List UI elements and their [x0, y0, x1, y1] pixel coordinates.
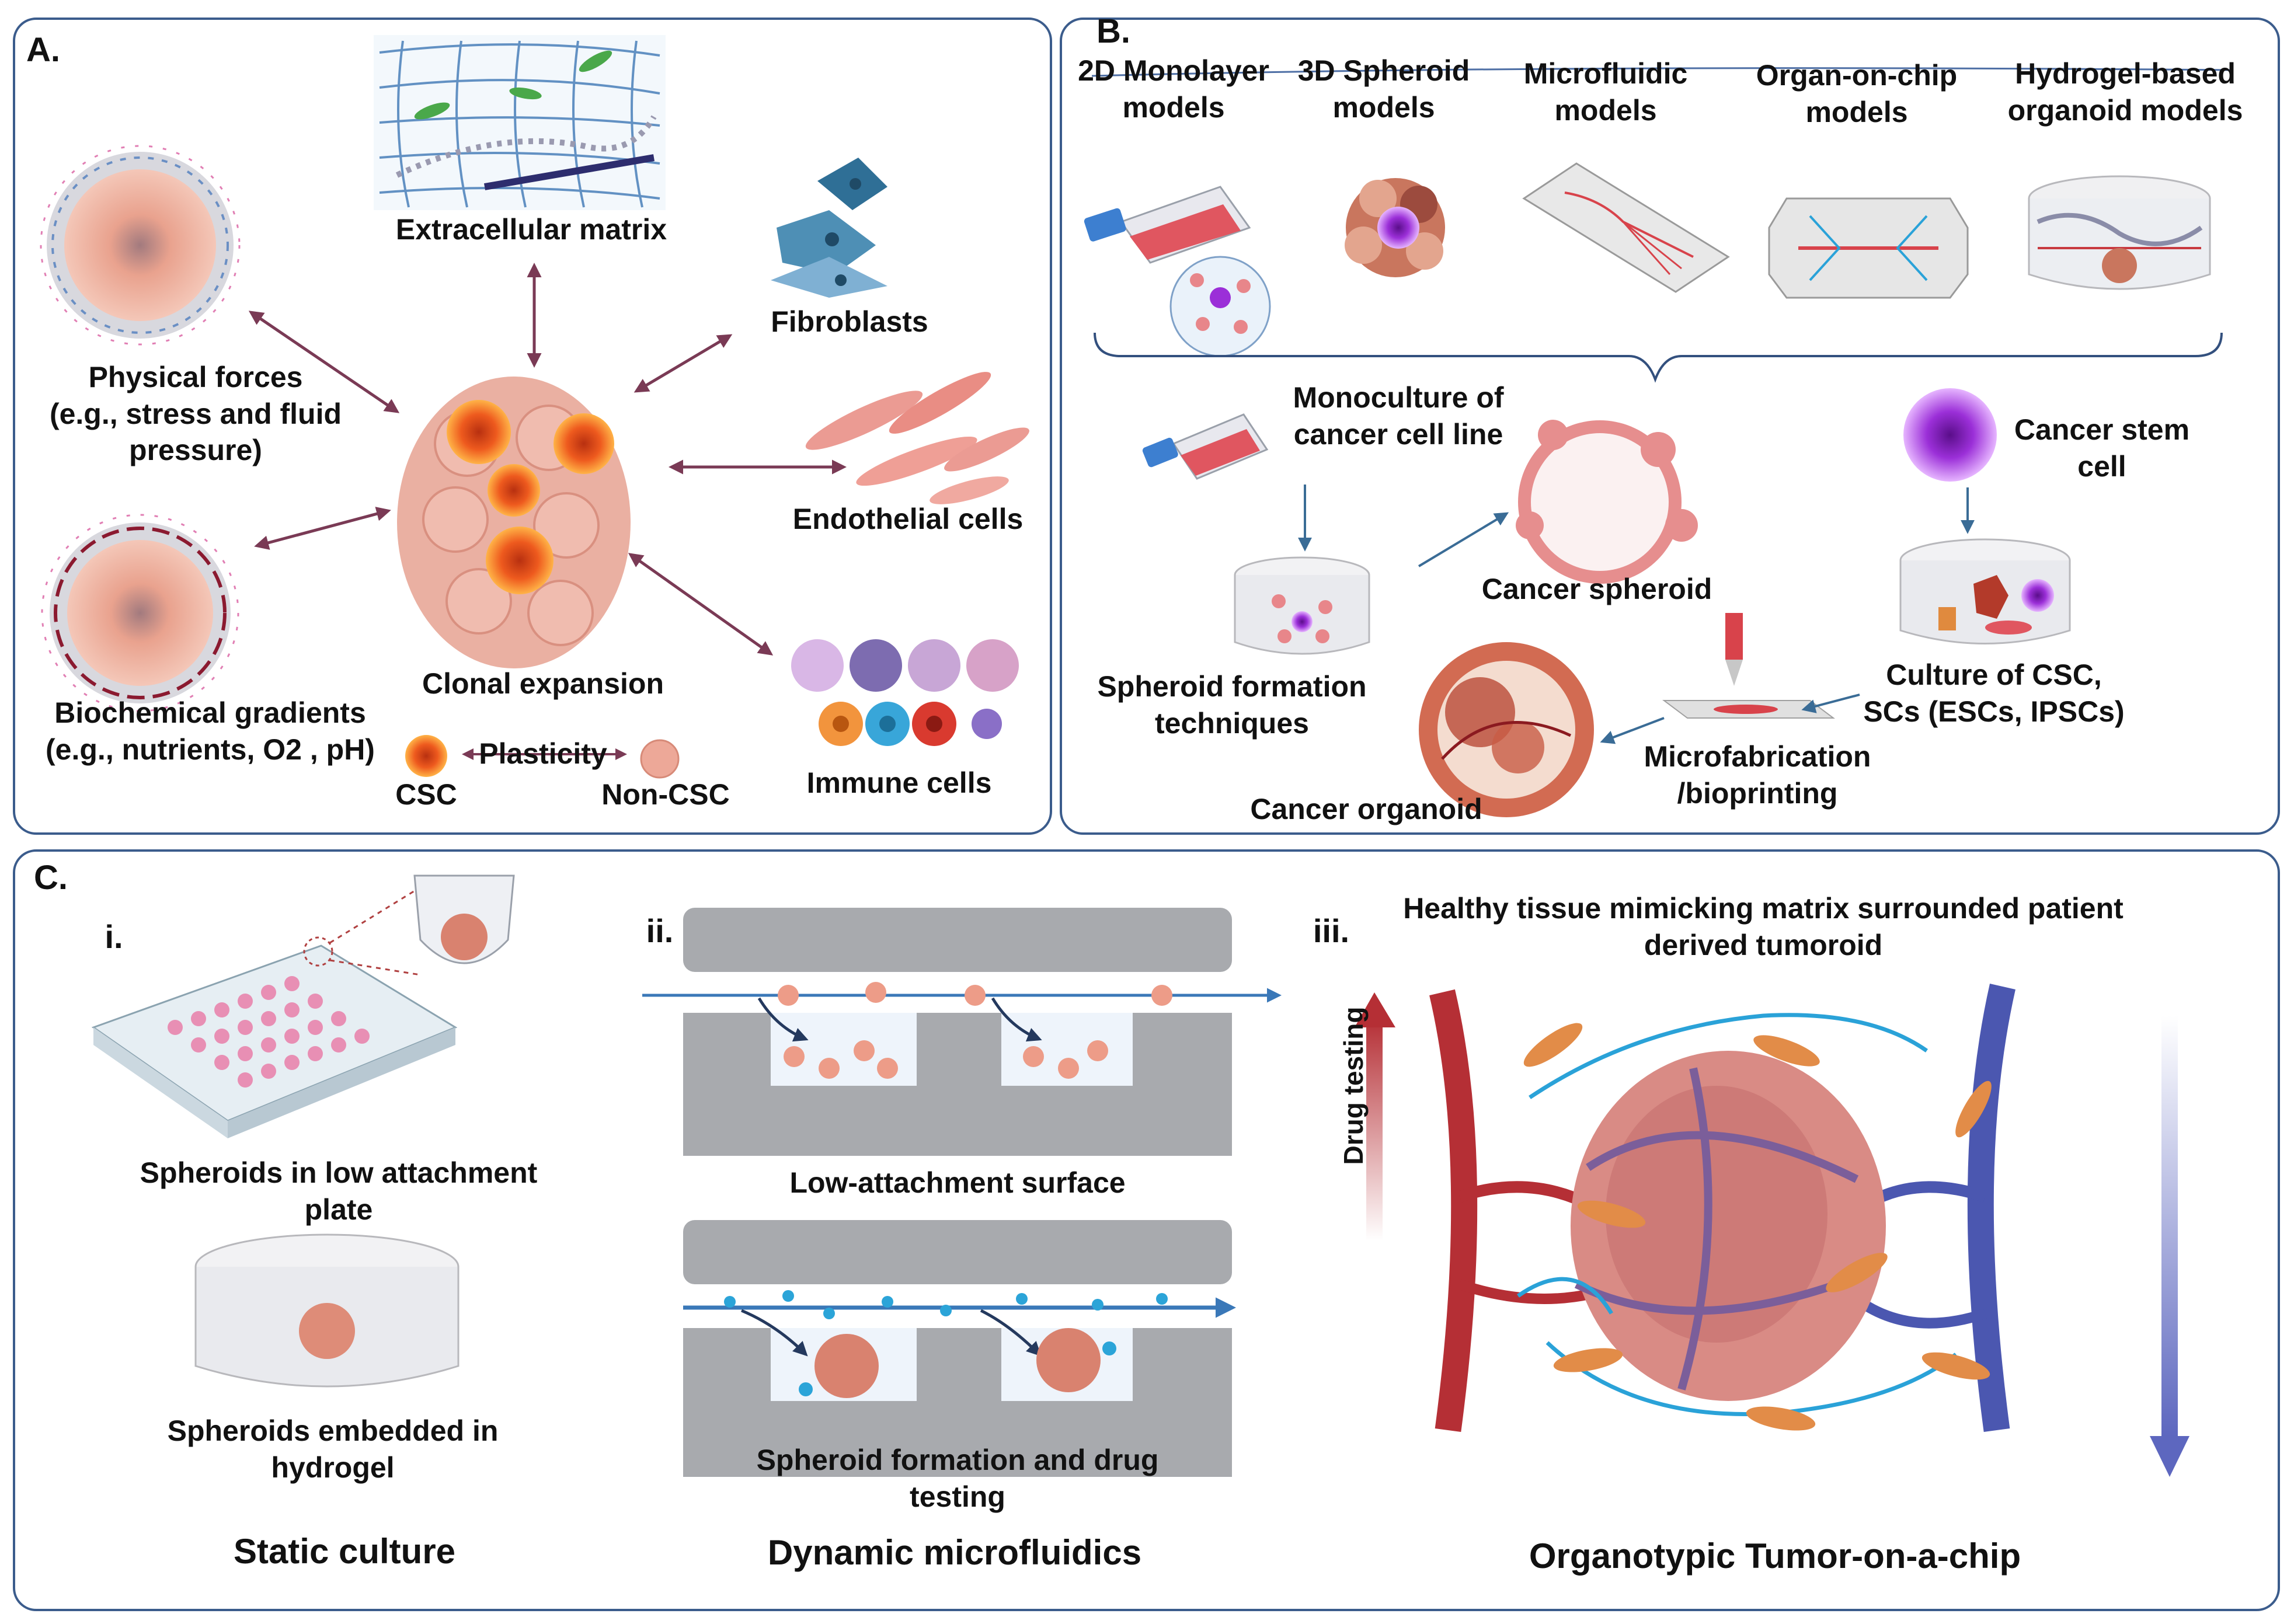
flow-arrow	[1600, 717, 1665, 744]
microfluidic-chip-icon	[1522, 162, 1730, 293]
brace-line	[1094, 332, 2223, 383]
monoculture-flask-icon	[1142, 413, 1269, 480]
well-plate-icon	[91, 874, 515, 1138]
clonal-expansion-tumor	[397, 377, 631, 668]
ecm-label: Extracellular matrix	[395, 213, 667, 246]
fibroblasts-label: Fibroblasts	[771, 305, 928, 338]
spheroid-techniques-label: Spheroid formation techniques	[1097, 670, 1367, 740]
cancer-stem-cell-icon	[1903, 388, 1997, 482]
flow-arrow	[1801, 693, 1860, 713]
organotypic-title: Organotypic Tumor-on-a-chip	[1529, 1536, 2021, 1576]
culture-csc-label: Culture of CSC, SCs (ESCs, IPSCs)	[1863, 658, 2125, 728]
fibroblast-illustration	[771, 158, 887, 298]
hydrogel-dish-icon	[194, 1233, 460, 1388]
model-microfluidic-label: Microfluidic models	[1523, 57, 1688, 127]
endothelial-label: Endothelial cells	[792, 503, 1024, 535]
physical-forces-spheroid	[40, 145, 241, 346]
static-culture-title: Static culture	[233, 1532, 456, 1571]
model-hydrogel-label: Hydrogel-based organoid models	[2007, 57, 2243, 127]
microfluidic-channels	[642, 908, 1282, 1477]
dynamic-microfluidics-title: Dynamic microfluidics	[767, 1533, 1142, 1572]
model-3d-label: 3D Spheroid models	[1297, 54, 1470, 124]
drug-testing-label: Drug testing	[1338, 1006, 1369, 1165]
spheroid-dish-icon	[1234, 556, 1370, 655]
sub-label-i: i.	[105, 918, 123, 955]
non-csc-label: Non-CSC	[601, 778, 730, 811]
csc-cell-icon	[405, 735, 447, 777]
physical-forces-label: Physical forces (e.g., stress and fluid …	[49, 361, 342, 466]
panel-c-letter: C.	[34, 859, 68, 897]
sub-label-iii: iii.	[1313, 912, 1350, 949]
cancer-spheroid-icon	[1516, 420, 1698, 584]
organ-on-chip-icon	[1768, 197, 1969, 299]
immune-cells-illustration	[791, 639, 1019, 746]
biochemical-spheroid	[41, 514, 239, 712]
bioprinter-icon	[1662, 613, 1835, 719]
hydrogel-organoid-icon	[2028, 175, 2211, 290]
cancer-spheroid-label: Cancer spheroid	[1481, 573, 1712, 605]
low-attachment-surface-label: Low-attachment surface	[789, 1166, 1126, 1199]
microfabrication-label: Microfabrication /bioprinting	[1644, 740, 1871, 810]
non-csc-cell-icon	[640, 739, 680, 779]
flow-arrow	[1418, 512, 1509, 567]
monoculture-label: Monoculture of cancer cell line	[1293, 381, 1504, 451]
panel-b	[1060, 18, 2280, 835]
plasticity-label: Plasticity	[479, 737, 607, 770]
clonal-expansion-label: Clonal expansion	[422, 667, 664, 700]
panel-a-letter: A.	[26, 31, 60, 69]
spheroid-icon-3d	[1345, 178, 1445, 277]
immune-cells-label: Immune cells	[806, 766, 992, 799]
biochemical-label: Biochemical gradients (e.g., nutrients, …	[46, 696, 375, 766]
sub-label-ii: ii.	[646, 912, 674, 949]
cancer-stem-cell-label: Cancer stem cell	[2014, 413, 2190, 483]
cancer-organoid-label: Cancer organoid	[1250, 793, 1482, 825]
csc-label: CSC	[395, 778, 457, 811]
model-organ-chip-label: Organ-on-chip models	[1756, 59, 1958, 128]
models-line	[1091, 67, 2231, 77]
endothelial-illustration	[805, 372, 1029, 504]
culture-dish-icon	[1899, 538, 2071, 644]
panel-b-letter: B.	[1096, 12, 1130, 50]
model-2d-label: 2D Monolayer models	[1078, 54, 1269, 124]
hydrogel-label: Spheroids embedded in hydrogel	[167, 1414, 499, 1484]
cancer-organoid-icon	[1419, 642, 1594, 817]
low-attachment-plate-label: Spheroids in low attachment plate	[140, 1156, 538, 1226]
tumor-on-chip-illustration	[1355, 984, 2189, 1477]
flask-icon-2d	[1084, 186, 1271, 357]
formation-drug-label: Spheroid formation and drug testing	[756, 1444, 1159, 1513]
ecm-illustration	[374, 35, 666, 210]
panel-a-arrows	[248, 263, 847, 656]
healthy-tissue-label: Healthy tissue mimicking matrix surround…	[1403, 892, 2124, 961]
